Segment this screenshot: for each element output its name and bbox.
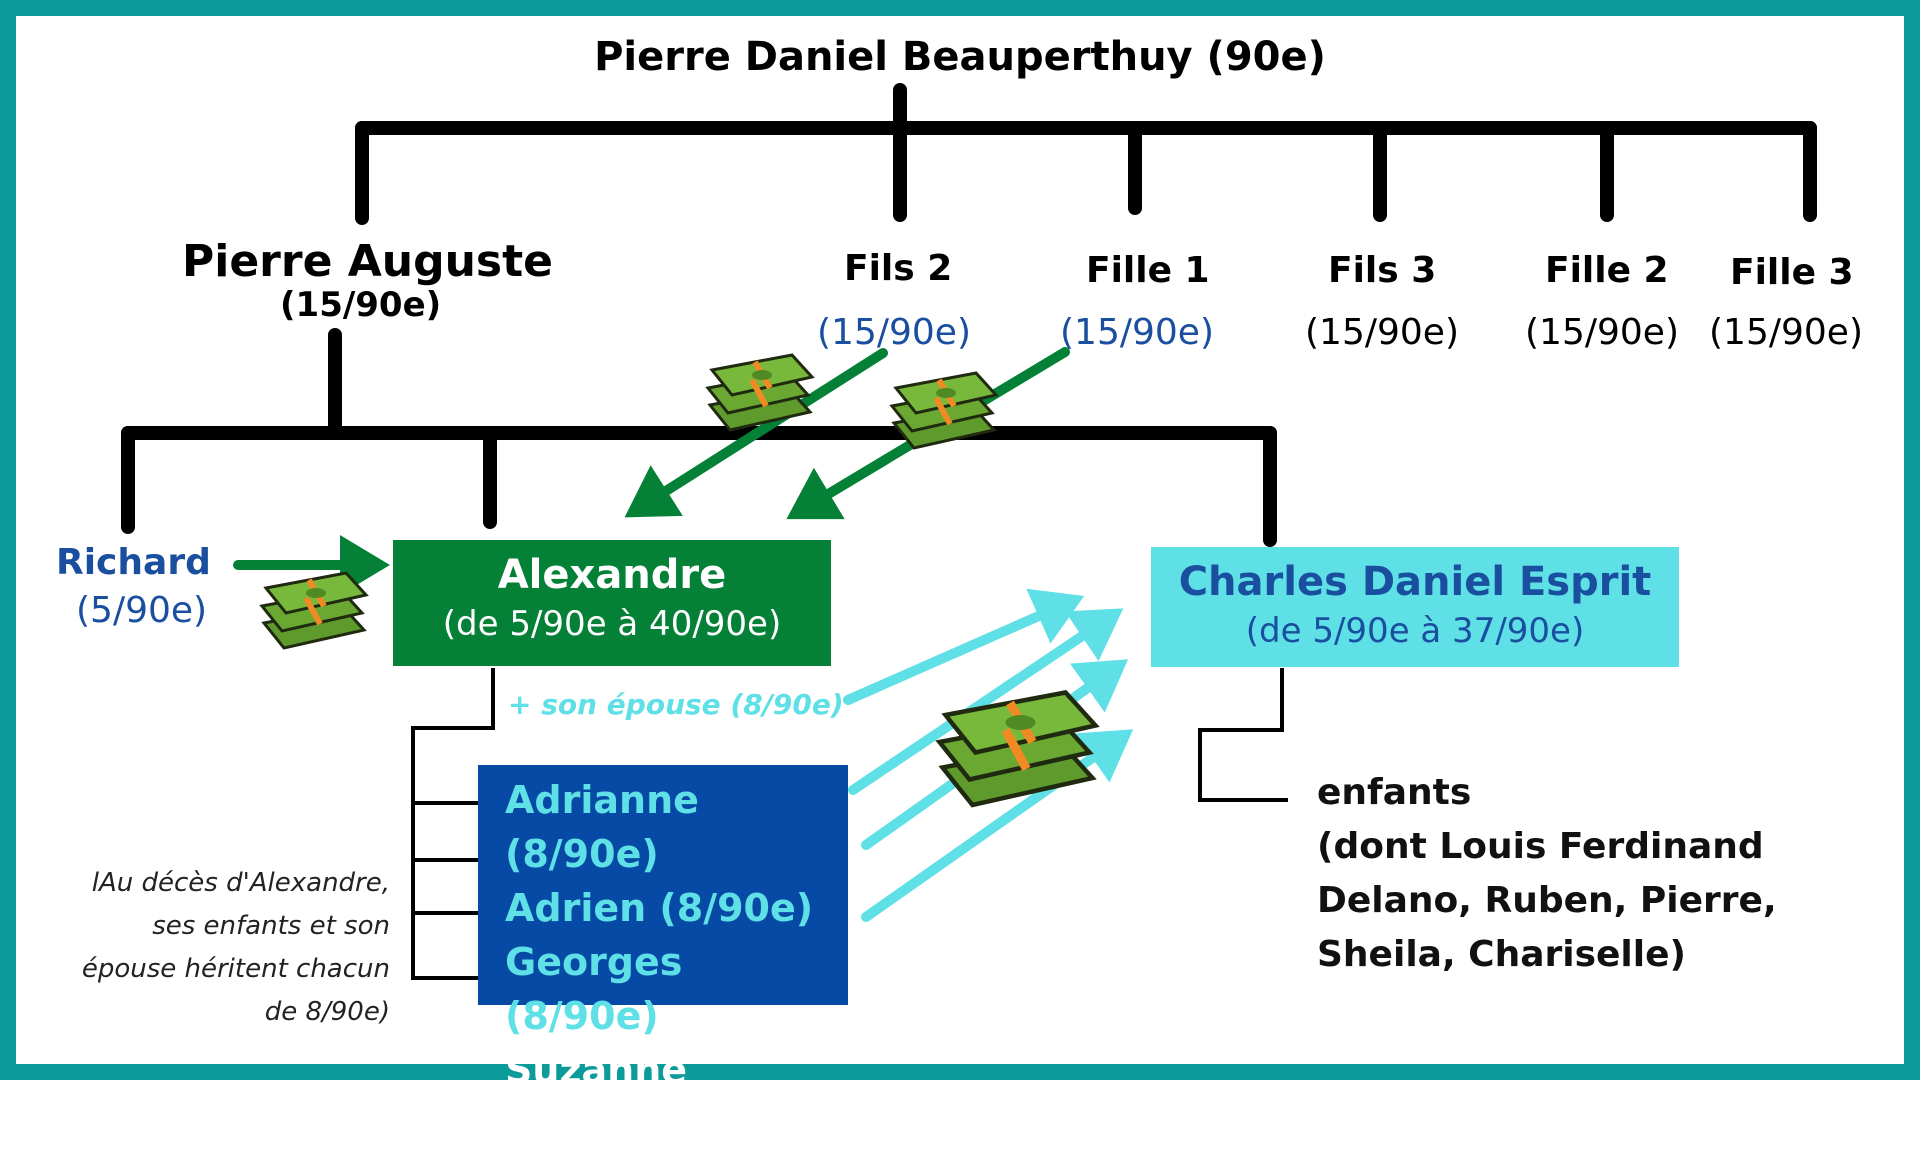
alexandre-children-box: Adrianne (8/90e) Adrien (8/90e) Georges … bbox=[478, 765, 848, 1146]
alexandre-box: Alexandre (de 5/90e à 40/90e) bbox=[393, 540, 831, 666]
heir-fille-3-share: (15/90e) bbox=[1709, 312, 1863, 353]
richard-share: (5/90e) bbox=[76, 590, 208, 631]
heir-fils-3-share: (15/90e) bbox=[1305, 312, 1459, 353]
enfants-line-2: (dont Louis Ferdinand bbox=[1317, 826, 1764, 867]
root-ancestor-title: Pierre Daniel Beauperthuy (90e) bbox=[594, 34, 1326, 80]
inheritance-note: lAu décès d'Alexandre, ses enfants et so… bbox=[81, 868, 390, 1027]
alexandre-share: (de 5/90e à 40/90e) bbox=[442, 604, 782, 644]
child-suzanne: Suzanne (8/90e) bbox=[505, 1048, 688, 1146]
enfants-line-1: enfants bbox=[1317, 772, 1472, 813]
charles-box: Charles Daniel Esprit (de 5/90e à 37/90e… bbox=[1151, 547, 1679, 667]
child-adrien: Adrien (8/90e) bbox=[505, 886, 814, 930]
richard-name: Richard bbox=[56, 542, 211, 583]
charles-name: Charles Daniel Esprit bbox=[1178, 559, 1652, 605]
heir-fils-2-name: Fils 2 bbox=[844, 248, 953, 289]
heir-fils-3-name: Fils 3 bbox=[1328, 250, 1437, 291]
heir-fille-2-name: Fille 2 bbox=[1545, 250, 1669, 291]
alexandre-spouse-share: + son épouse (8/90e) bbox=[508, 688, 844, 721]
heir-fille-2-share: (15/90e) bbox=[1525, 312, 1679, 353]
heir-fille-3-name: Fille 3 bbox=[1730, 252, 1854, 293]
heir-pierre-auguste-share: (15/90e) bbox=[280, 285, 442, 325]
heir-fils-2-share: (15/90e) bbox=[817, 312, 971, 353]
alexandre-name: Alexandre bbox=[497, 552, 727, 598]
heir-pierre-auguste-name: Pierre Auguste bbox=[182, 236, 553, 287]
money-stack-icon bbox=[259, 571, 369, 650]
money-stack-icon bbox=[705, 353, 815, 432]
child-adrianne: Adrianne (8/90e) bbox=[505, 778, 699, 876]
money-stack-icon bbox=[889, 371, 999, 450]
enfants-line-3: Delano, Ruben, Pierre, bbox=[1317, 880, 1777, 921]
enfants-line-4: Sheila, Chariselle) bbox=[1317, 934, 1686, 975]
charles-children-text: enfants (dont Louis Ferdinand Delano, Ru… bbox=[1317, 766, 1837, 982]
heir-fille-1-name: Fille 1 bbox=[1086, 250, 1210, 291]
heir-fille-1-share: (15/90e) bbox=[1060, 312, 1214, 353]
family-tree-lines bbox=[121, 83, 1817, 980]
money-stack-icon bbox=[935, 690, 1100, 808]
child-georges: Georges (8/90e) bbox=[505, 940, 683, 1038]
charles-share: (de 5/90e à 37/90e) bbox=[1245, 611, 1585, 651]
